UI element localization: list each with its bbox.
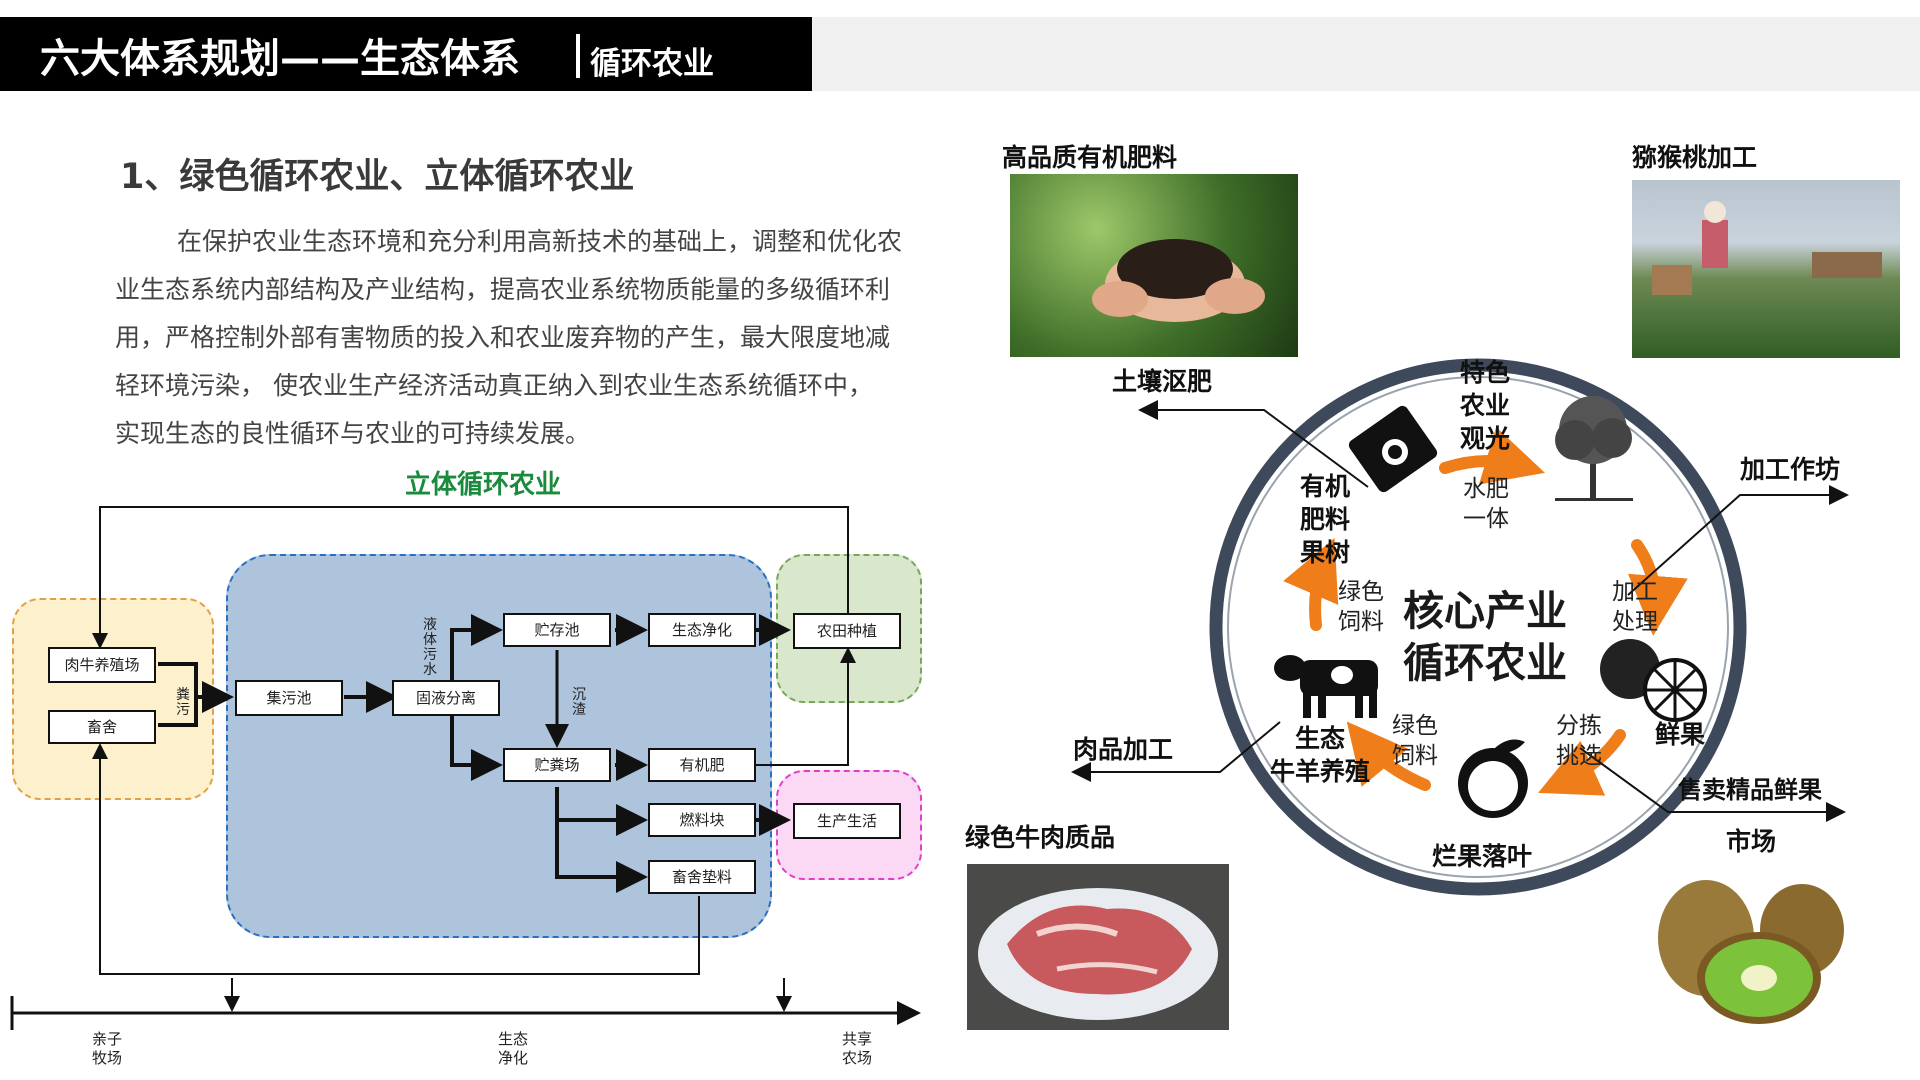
cycle-ring [1209,358,1747,896]
fuel-block-box: 燃料块 [648,803,756,837]
cycle-arrow [1439,426,1546,485]
node-fresh-fruit: 鲜果 [1655,720,1706,749]
kiwi-fruit-icon [1658,880,1844,1024]
eco-purify-box: 生态净化 [648,613,756,647]
output-arrow [1627,485,1849,596]
cycle-arrow [1627,539,1688,636]
fertilizer-photo-caption: 高品质有机肥料 [1002,143,1178,172]
core-industry-title: 核心产业 循环农业 [1385,585,1585,689]
page-title: 六大体系规划——生态体系 [40,36,520,82]
core-line: 循环农业 [1403,639,1567,687]
flow-chart-title: 立体循环农业 [405,470,562,500]
step-processing: 加工处理 [1612,579,1658,635]
node-cattle: 生态牛羊养殖 [1270,724,1371,786]
timeline-label: 共享农场 [841,1030,872,1067]
fertilizer-bag-icon [1348,405,1438,493]
beef-photo [967,864,1229,1030]
farmland-box: 农田种植 [793,613,901,649]
beef-farm-box: 肉牛养殖场 [48,647,156,683]
output-meat: 肉品加工 [1073,735,1174,764]
output-market: 市场 [1726,827,1777,856]
header-gray-band [812,17,1920,91]
livestock-zone [12,598,214,800]
hands-soil-icon [1092,239,1265,322]
liquid-sewage-label: 液体污水 [423,617,437,678]
cycle-arrow [1283,537,1339,631]
manure-label: 粪污 [176,687,190,718]
cycle-arrow [1346,721,1431,791]
output-arrow [1138,400,1369,488]
title-divider [576,34,580,78]
step-water-fertilizer: 水肥一体 [1463,476,1509,532]
meat-plate-icon [978,888,1218,1020]
step-green-feed: 绿色饲料 [1338,579,1384,635]
fertilizer-photo [1010,174,1298,357]
beef-photo-caption: 绿色牛肉质品 [965,823,1116,852]
apple-icon [1458,739,1528,818]
timeline-label: 生态净化 [497,1030,528,1067]
cesspool-box: 集污池 [235,680,343,716]
step-sorting: 分拣挑选 [1556,713,1602,769]
node-sightseeing: 特色农业观光 [1460,358,1511,453]
cycle-arrow [1538,729,1626,796]
cow-icon [1274,655,1378,718]
timeline-label: 亲子牧场 [91,1030,122,1067]
section-title: 1、绿色循环农业、立体循环农业 [120,157,635,197]
separation-box: 固液分离 [392,680,500,716]
barn-box: 畜舍 [48,710,156,744]
organic-fertilizer-box: 有机肥 [648,748,756,782]
tree-icon [1555,396,1633,501]
output-soil: 土壤沤肥 [1112,367,1213,396]
intro-paragraph: 在保护农业生态环境和充分利用高新技术的基础上，调整和优化农业生态系统内部结构及产… [115,227,903,448]
output-market-sell: 售卖精品鲜果 [1678,776,1822,804]
header-bar [0,17,812,91]
step-green-feed: 绿色饲料 [1392,713,1438,769]
node-organic: 有机肥料果树 [1300,472,1351,567]
barn-bedding-box: 畜舍垫料 [648,860,756,894]
kiwi-processing-caption: 猕猴桃加工 [1632,143,1758,172]
output-arrow [1579,747,1846,822]
production-life-box: 生产生活 [793,803,901,839]
sediment-label: 沉渣 [572,687,586,718]
node-rotten-fruit: 烂果落叶 [1432,842,1533,871]
citrus-icon [1600,639,1707,722]
kiwi-processing-photo [1632,180,1900,358]
output-arrow [1071,721,1281,782]
core-line: 核心产业 [1403,587,1567,635]
storage-pool-box: 贮存池 [503,613,611,647]
output-workshop: 加工作坊 [1740,455,1841,484]
manure-yard-box: 贮粪场 [503,748,611,782]
page-subtitle: 循环农业 [590,46,714,82]
kiwi-fruit-photo [1644,868,1856,1028]
worker-icon [1652,201,1882,295]
